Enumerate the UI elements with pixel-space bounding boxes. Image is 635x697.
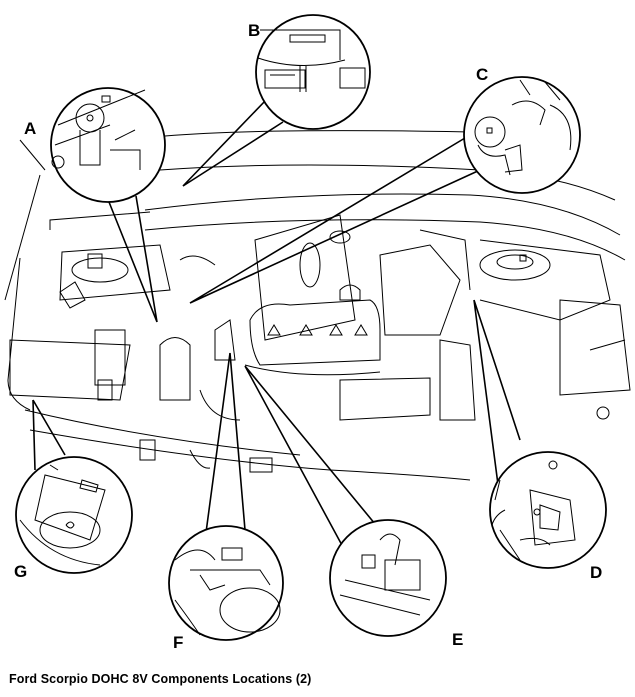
callout-label-d: D bbox=[590, 563, 602, 582]
callout-label-b: B bbox=[248, 21, 260, 40]
callout-label-f: F bbox=[173, 633, 183, 652]
callout-label-g: G bbox=[14, 562, 27, 581]
callout-e: E bbox=[329, 519, 463, 649]
callout-c: C bbox=[463, 65, 581, 194]
callout-a: A bbox=[24, 87, 166, 203]
engine-bay-diagram: A B C D E bbox=[4, 14, 631, 652]
callout-b: B bbox=[248, 14, 371, 130]
pointer-g bbox=[32, 399, 66, 471]
engine-bay-drawing bbox=[4, 130, 631, 481]
callout-d: D bbox=[489, 451, 607, 582]
callout-label-c: C bbox=[476, 65, 488, 84]
pointer-f bbox=[204, 352, 246, 541]
callout-g: G bbox=[14, 456, 133, 581]
pointer-d bbox=[473, 299, 521, 501]
callout-label-a: A bbox=[24, 119, 36, 138]
pointer-e bbox=[244, 365, 381, 561]
diagram-caption: Ford Scorpio DOHC 8V Components Location… bbox=[9, 672, 312, 686]
callout-f: F bbox=[168, 525, 284, 652]
callout-pointers bbox=[32, 99, 521, 561]
pointer-b bbox=[182, 99, 284, 187]
pointer-a bbox=[104, 191, 158, 323]
pointer-c bbox=[189, 137, 481, 304]
callout-label-e: E bbox=[452, 630, 463, 649]
